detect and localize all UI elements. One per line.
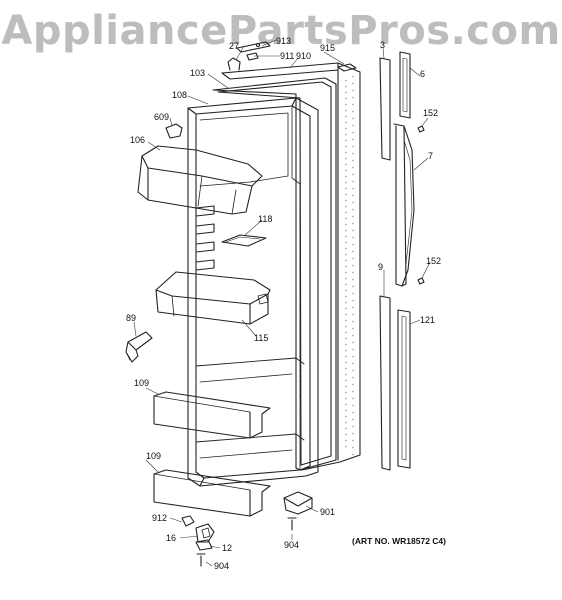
handle-trim-121 (397, 309, 411, 469)
art-number-note: (ART NO. WR18572 C4) (352, 536, 446, 546)
callout-89: 89 (126, 313, 136, 323)
callout-915: 915 (320, 43, 335, 53)
part-89-cover (125, 331, 153, 363)
dairy-compartment-door (137, 145, 263, 215)
top-hinge-parts (227, 41, 271, 71)
callout-904-b: 904 (214, 561, 229, 571)
callout-108: 108 (172, 90, 187, 100)
callout-109-upper: 109 (134, 378, 149, 388)
callout-904-a: 904 (284, 540, 299, 550)
callout-912: 912 (152, 513, 167, 523)
callout-152-a: 152 (423, 108, 438, 118)
callout-121: 121 (420, 315, 435, 325)
door-shelf-109-upper (153, 391, 271, 439)
callout-16: 16 (166, 533, 176, 543)
trim-strip-9 (379, 295, 391, 471)
part-609 (165, 123, 183, 139)
callout-910: 910 (296, 51, 311, 61)
callout-3: 3 (380, 40, 385, 50)
screw-904-a (287, 517, 297, 531)
trim-strip-3 (379, 57, 391, 161)
callout-109-lower: 109 (146, 451, 161, 461)
callout-115: 115 (254, 333, 268, 343)
door-shelf-109-lower (153, 469, 271, 517)
callout-27: 27 (229, 41, 239, 51)
watermark-logo: AppliancePartsPros.com (1, 8, 561, 54)
tray-118 (221, 234, 267, 247)
callout-901: 901 (320, 507, 335, 517)
callout-7: 7 (428, 151, 433, 161)
callout-6: 6 (420, 69, 425, 79)
callout-118: 118 (258, 214, 272, 224)
callout-106: 106 (130, 135, 145, 145)
door-liner (187, 97, 319, 487)
callout-9: 9 (378, 262, 383, 272)
outer-door-panel (221, 62, 361, 471)
shelf-bin-115 (155, 271, 271, 325)
part-915-strip (337, 63, 357, 72)
callout-labels: 27 913 911 910 915 3 6 103 108 609 106 1… (126, 36, 441, 571)
leader-lines (133, 39, 431, 567)
callout-609: 609 (154, 112, 169, 122)
screw-152-a (417, 125, 425, 133)
callout-12: 12 (222, 543, 232, 553)
handle-trim-6 (399, 51, 411, 119)
screw-152-b (417, 277, 425, 285)
callout-911: 911 (280, 51, 294, 61)
part-901 (283, 491, 313, 515)
screw-904-b (196, 553, 206, 567)
callout-913: 913 (276, 36, 291, 46)
handle-7 (393, 123, 415, 287)
bottom-hinge-parts (181, 515, 215, 551)
callout-103: 103 (190, 68, 205, 78)
callout-152-b: 152 (426, 256, 441, 266)
